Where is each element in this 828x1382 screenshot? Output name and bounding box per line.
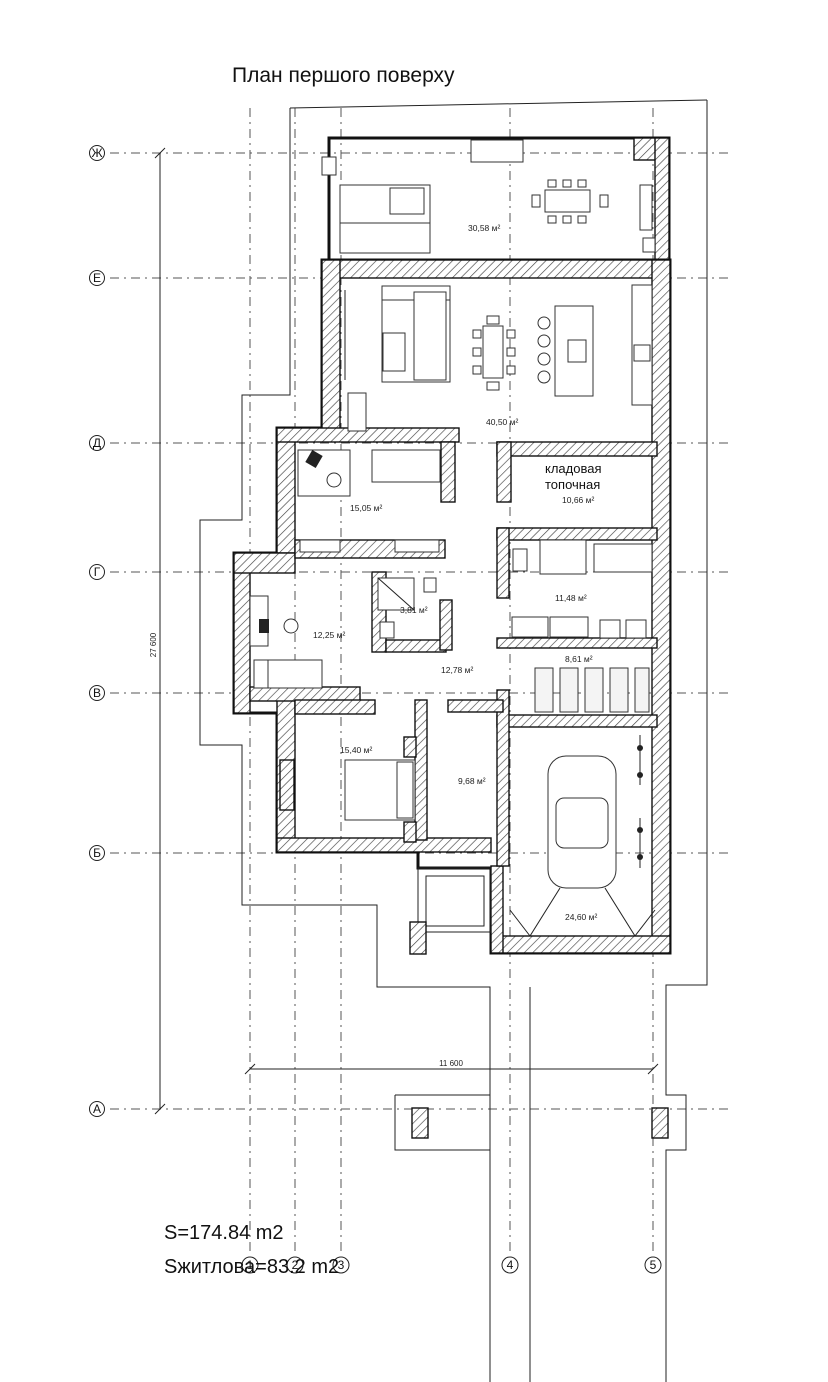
- site-outline: [199, 99, 708, 1382]
- living-area: Sжитлова=83.2 m2: [164, 1256, 340, 1278]
- room-area-corridor: 9,68 м²: [458, 776, 486, 786]
- axis-label-zh: Ж: [91, 146, 102, 160]
- columns-axis-a: [411, 1107, 669, 1139]
- wardrobe-room: 8,61 м²: [534, 654, 650, 713]
- dimension-overall-width: 11 600: [244, 1059, 659, 1075]
- axis-markers-rows: Ж Е Д Г В Б А: [89, 145, 105, 1117]
- dim-width-label: 11 600: [439, 1059, 463, 1068]
- storage-room: кладовая топочная 10,66 м²: [545, 461, 602, 505]
- wc-room: 3,81 м²: [377, 577, 437, 639]
- room-area-garage: 24,60 м²: [565, 912, 597, 922]
- axis-label-4: 4: [507, 1258, 514, 1272]
- room-area-wc: 3,81 м²: [400, 605, 428, 615]
- dim-length-label: 27 600: [149, 632, 158, 657]
- axis-label-d: Д: [93, 436, 101, 450]
- room-name-storage-2: топочная: [545, 477, 600, 492]
- corridor: 9,68 м²: [458, 776, 486, 786]
- cabinet-room: 15,05 м²: [297, 449, 441, 553]
- axis-label-ye: Е: [93, 271, 101, 285]
- room-area-living: 40,50 м²: [486, 417, 518, 427]
- axis-label-3: 3: [338, 1258, 345, 1272]
- axis-label-v: В: [93, 686, 101, 700]
- total-area: S=174.84 m2: [164, 1222, 284, 1244]
- axis-label-b: Б: [93, 846, 101, 860]
- axis-label-h: Г: [94, 565, 101, 579]
- garage: 24,60 м²: [509, 735, 656, 937]
- bath-room: 11,48 м²: [511, 539, 653, 639]
- room-area-cabinet: 15,05 м²: [350, 503, 382, 513]
- terrace: 30,58 м²: [321, 136, 671, 262]
- office-room: 12,25 м²: [249, 595, 345, 689]
- room-area-wardrobe: 8,61 м²: [565, 654, 593, 664]
- axis-label-1: 1: [247, 1258, 254, 1272]
- house-walls: [232, 258, 672, 955]
- living-furniture: 40,50 м²: [344, 284, 653, 432]
- room-area-bath: 11,48 м²: [555, 593, 587, 603]
- bedroom: 15,40 м²: [279, 736, 417, 843]
- room-area-storage: 10,66 м²: [562, 495, 594, 505]
- axis-label-5: 5: [650, 1258, 657, 1272]
- room-area-terrace: 30,58 м²: [468, 223, 500, 233]
- entrance-porch: [409, 867, 492, 955]
- dimension-overall-length: 27 600: [149, 147, 166, 1115]
- room-area-hall: 12,78 м²: [441, 665, 473, 675]
- room-name-storage-1: кладовая: [545, 461, 602, 476]
- axis-markers-columns: 1 2 3 4 5: [241, 1256, 662, 1274]
- room-area-office: 12,25 м²: [313, 630, 345, 640]
- plan-title: План першого поверху: [232, 64, 455, 87]
- axis-label-a: А: [93, 1102, 101, 1116]
- room-area-bedroom: 15,40 м²: [340, 745, 372, 755]
- axis-label-2: 2: [292, 1258, 299, 1272]
- hall: 12,78 м²: [441, 665, 473, 675]
